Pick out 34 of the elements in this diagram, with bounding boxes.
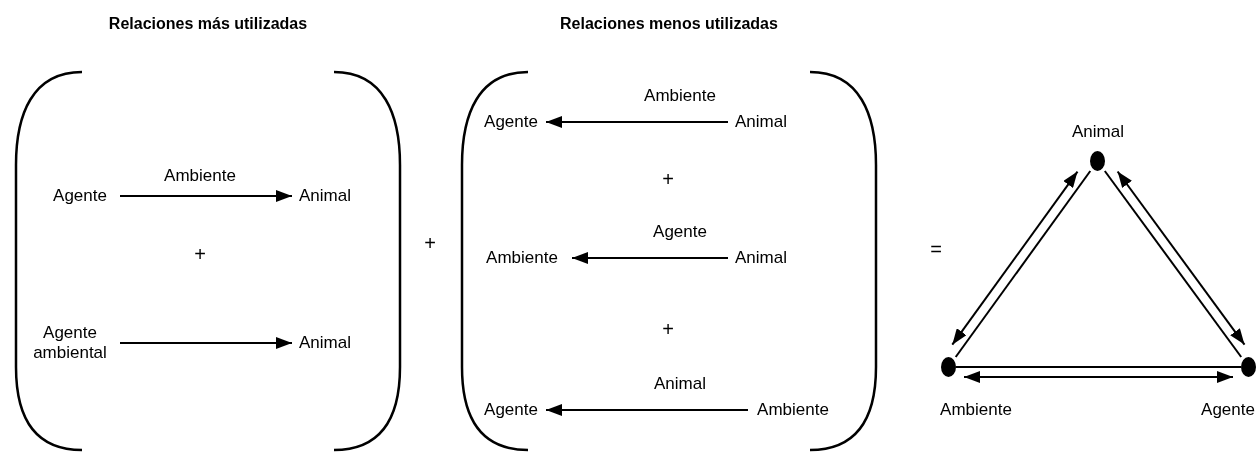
arrow (951, 170, 1079, 346)
group-heading: Relaciones más utilizadas (107, 15, 309, 33)
connector-line (954, 170, 1092, 358)
arrow (545, 116, 729, 128)
equals-sign: = (929, 238, 943, 262)
arrow (1116, 170, 1246, 346)
term-label: Agente (476, 396, 546, 424)
term-label: Animal (728, 108, 794, 136)
term-label: Animal (292, 329, 358, 357)
vertex-label: Animal (1071, 120, 1125, 143)
arrow (119, 190, 293, 202)
dot-marker (941, 357, 956, 377)
term-label: Ambiente (748, 396, 838, 424)
term-label: Animal (292, 182, 358, 210)
dot-marker (1090, 151, 1105, 171)
group-heading: Relaciones menos utilizadas (559, 15, 779, 33)
plus-sign: + (193, 243, 207, 267)
arrow (119, 337, 293, 349)
vertex-label: Ambiente (939, 398, 1013, 421)
term-label: Agente (40, 182, 120, 210)
term-label: Agente ambiental (20, 315, 120, 371)
plus-sign: + (661, 168, 675, 192)
arrow (545, 404, 749, 416)
term-label: Agente (476, 108, 546, 136)
arrow (571, 252, 729, 264)
plus-sign: + (423, 232, 437, 256)
vertex-label: Agente (1200, 398, 1256, 421)
plus-sign: + (661, 318, 675, 342)
term-label: Ambiente (472, 244, 572, 272)
arrow (963, 371, 1234, 383)
connector-line (955, 366, 1242, 368)
dot-marker (1241, 357, 1256, 377)
connector-line (1103, 170, 1243, 358)
term-label: Animal (728, 244, 794, 272)
